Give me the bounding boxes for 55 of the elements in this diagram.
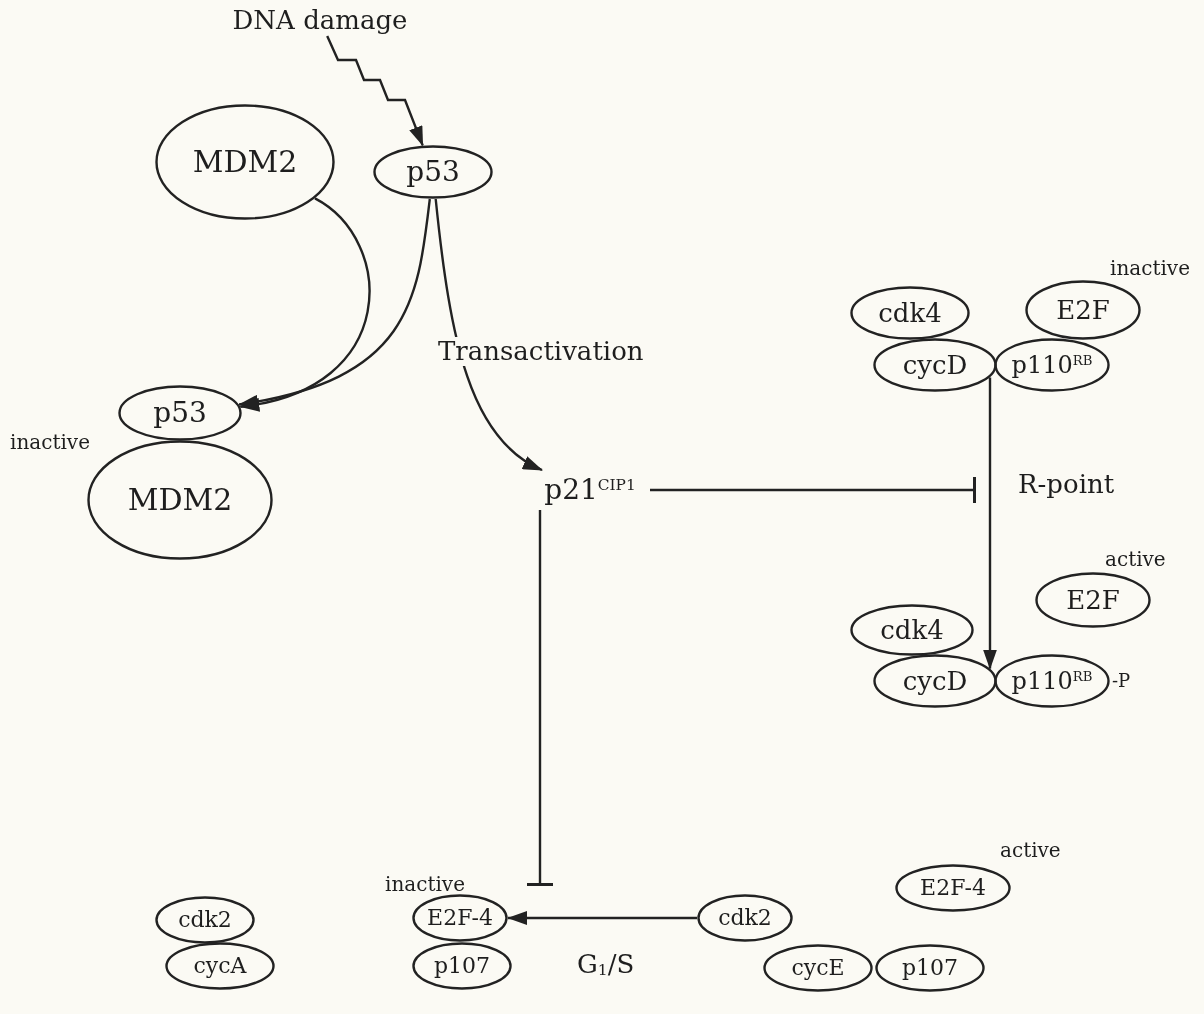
protein-ellipse: [873, 338, 997, 392]
inhibition-line: [650, 477, 976, 503]
arrow: [434, 198, 543, 472]
protein-ellipse: [873, 654, 997, 708]
state-label: inactive: [1110, 256, 1190, 280]
protein-ellipse: [155, 104, 335, 220]
protein-ellipse: [1035, 572, 1151, 628]
protein-name: cdk4: [878, 300, 942, 326]
state-label: active: [1000, 838, 1061, 862]
protein-name: E2F: [1056, 297, 1110, 323]
state-label: inactive: [10, 430, 90, 454]
protein-name: p107: [433, 955, 491, 977]
protein-ellipse: [850, 286, 970, 340]
protein-ellipse: [1025, 280, 1141, 340]
protein-name: cycD: [902, 352, 968, 378]
protein-name: DNA damage: [232, 7, 408, 33]
phosphate-label: -P: [1112, 670, 1131, 691]
protein-name: cycE: [791, 957, 845, 979]
protein-ellipse: [118, 385, 242, 441]
protein-name: E2F: [1066, 587, 1120, 613]
protein-name: p53: [406, 158, 460, 186]
protein-name: cdk2: [718, 907, 772, 929]
arrow: [238, 198, 431, 408]
protein-ellipse: [87, 440, 273, 560]
protein-name: MDM2: [127, 485, 233, 515]
arrow: [326, 35, 424, 147]
protein-name: MDM2: [192, 147, 298, 177]
protein-name: p110$^{RB}$: [1011, 669, 1093, 693]
protein-ellipse: [895, 864, 1011, 912]
protein-name: p110$^{RB}$: [1011, 353, 1093, 377]
edge-label: Transactivation: [436, 337, 646, 366]
protein-ellipse: [412, 894, 508, 942]
protein-name: cycA: [193, 955, 247, 977]
protein-ellipse: [165, 942, 275, 990]
protein-ellipse: [412, 942, 512, 990]
protein-name: E2F-4: [427, 907, 493, 929]
protein-ellipse: [763, 944, 873, 992]
protein-ellipse: [850, 604, 974, 656]
inhibition-line: [527, 510, 553, 886]
protein-ellipse: [373, 145, 493, 199]
protein-name: cycD: [902, 668, 968, 694]
protein-ellipse: [155, 896, 255, 944]
protein-name: cdk4: [880, 617, 944, 643]
protein-name: p53: [153, 399, 207, 427]
protein-ellipse: [875, 944, 985, 992]
protein-name: p107: [901, 957, 959, 979]
protein-name: cdk2: [178, 909, 232, 931]
protein-ellipse: [994, 338, 1110, 392]
state-label: inactive: [385, 872, 465, 896]
protein-name: E2F-4: [920, 877, 986, 899]
protein-ellipse: [697, 894, 793, 942]
state-label: active: [1105, 547, 1166, 571]
protein-name: p21$^{CIP1}$: [544, 476, 636, 504]
arrow: [507, 911, 697, 925]
arrow: [239, 197, 371, 411]
